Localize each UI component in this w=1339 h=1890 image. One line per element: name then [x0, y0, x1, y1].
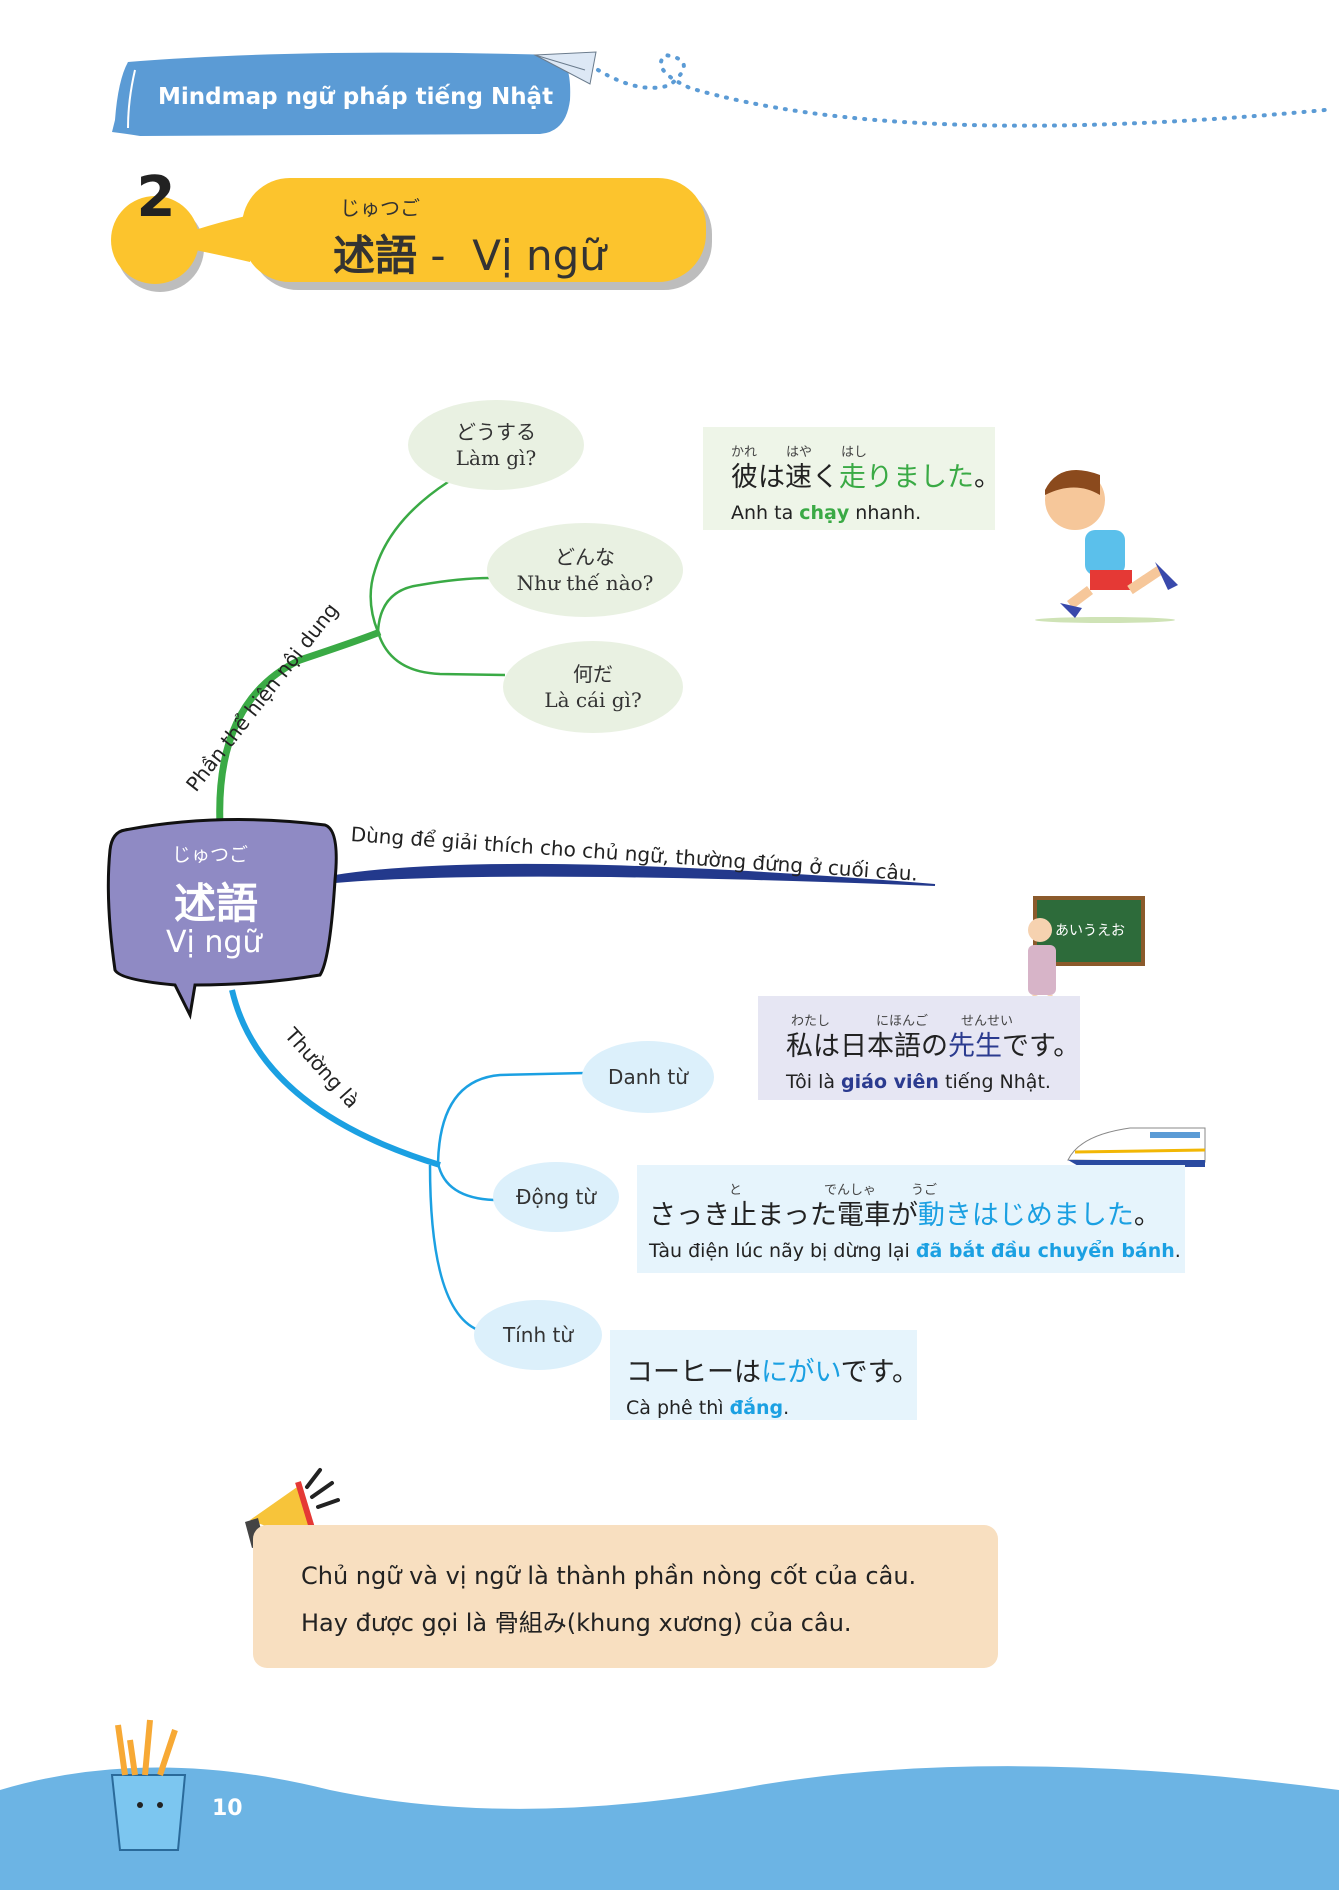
- footer-wave: [0, 1766, 1339, 1890]
- example-box-1: かれはやはし彼は速く走りました。 Anh ta chạy nhanh.: [703, 427, 1001, 530]
- example-box-3: とでんしゃうごさっき止まった電車が動きはじめました。 Tàu điện lúc …: [637, 1165, 1185, 1273]
- center-node-furigana: じゅつご: [172, 844, 249, 866]
- section-number-circle: [111, 196, 199, 284]
- page-number: 10: [212, 1796, 243, 1821]
- paper-plane-icon: [533, 51, 597, 85]
- note-line-2: Hay được gọi là 骨組み(khung xương) của câu…: [301, 1609, 852, 1637]
- teacher-illustration: あいうえお: [1028, 896, 1145, 1019]
- section-title-separator: -: [430, 231, 446, 280]
- dotted-flight-path: [596, 52, 1327, 128]
- svg-text:あいうえお: あいうえお: [1055, 923, 1125, 939]
- note-line-1: Chủ ngữ và vị ngữ là thành phần nòng cốt…: [301, 1562, 917, 1590]
- section-title-kanji: 述語: [333, 231, 418, 280]
- branch-usually: [229, 989, 441, 1168]
- example-box-2: わたしにほんごせんせい私は日本語の先生です。 Tôi là giáo viên …: [758, 996, 1080, 1100]
- section-title: 述語 - Vị ngữ: [333, 222, 606, 283]
- banner-bubble: [112, 52, 571, 136]
- center-node-label: Vị ngữ: [166, 925, 262, 960]
- center-node-bubble: [106, 818, 338, 1020]
- section-title-vi: Vị ngữ: [472, 231, 606, 280]
- node-danh-tu: Danh từ: [582, 1041, 714, 1113]
- node-tinh-tu: Tính từ: [474, 1300, 602, 1370]
- note-box: Chủ ngữ và vị ngữ là thành phần nòng cốt…: [253, 1525, 998, 1668]
- branch-usage: [334, 863, 936, 886]
- section-title-furigana: じゅつご: [340, 196, 420, 220]
- pencil-cup-illustration: [110, 1719, 187, 1851]
- train-illustration: [1067, 1127, 1206, 1167]
- banner-title: Mindmap ngữ pháp tiếng Nhật: [158, 84, 554, 110]
- center-node-kanji: 述語: [174, 879, 259, 928]
- node-dong-tu: Động từ: [493, 1162, 619, 1232]
- branch-content: [216, 628, 382, 826]
- section-number: 2: [136, 165, 176, 230]
- example-box-4: コーヒーはにがいです。 Cà phê thì đắng.: [610, 1330, 919, 1420]
- section-title-pill: [242, 178, 706, 282]
- running-boy-illustration: [1035, 470, 1178, 623]
